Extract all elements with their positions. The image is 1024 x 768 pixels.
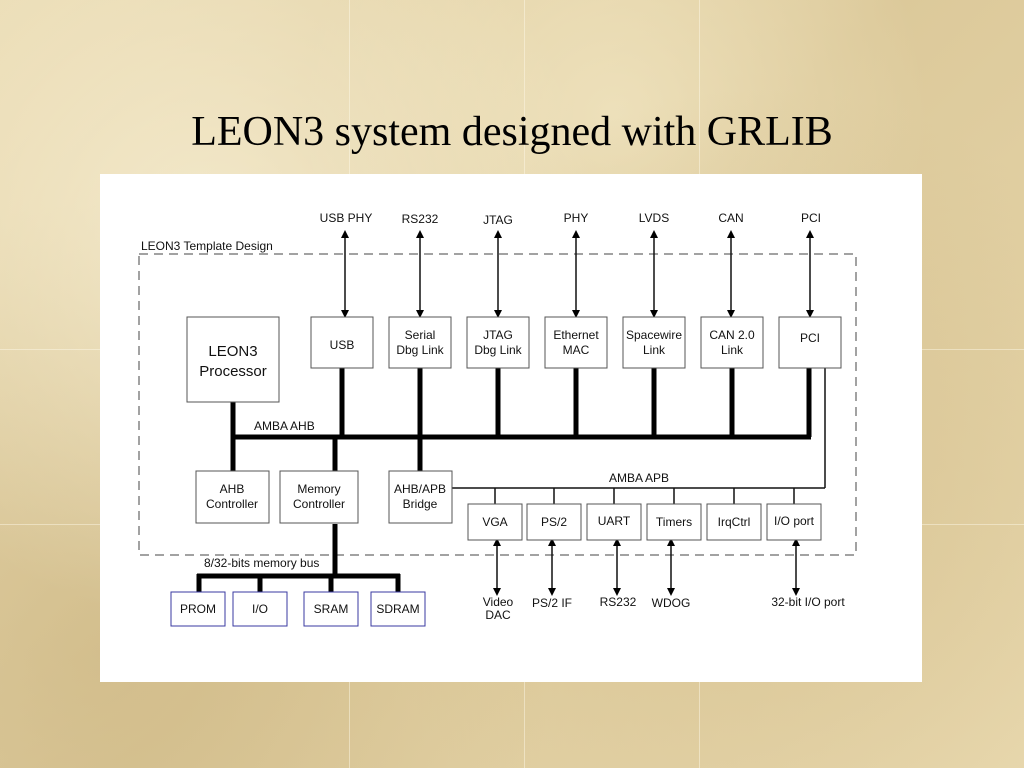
spacewire-label-line2: Link: [643, 343, 666, 357]
io-memory-block: [232, 591, 288, 627]
interface-label-rs232: RS232: [402, 212, 439, 226]
ahb-controller-line1: AHB: [220, 482, 245, 496]
ahb-controller-block: [195, 470, 270, 524]
can-label-line2: Link: [721, 343, 744, 357]
serial-label-line1: Serial: [405, 328, 436, 342]
ethernet-label-line2: MAC: [563, 343, 590, 357]
prom-label: PROM: [180, 602, 216, 616]
ps2-block: [526, 503, 582, 541]
membus-label: 8/32-bits memory bus: [204, 556, 319, 570]
apb-bridge-line2: Bridge: [403, 497, 438, 511]
jtag-dbg-link-block: [466, 316, 530, 369]
interface-label-ps2-if: PS/2 IF: [532, 596, 572, 610]
interface-label-pci: PCI: [801, 211, 821, 225]
io-memory-label: I/O: [252, 602, 268, 616]
ahb-controller-line2: Controller: [206, 497, 258, 511]
ethernet-mac-block: [544, 316, 608, 369]
amba-apb-label: AMBA APB: [609, 471, 669, 485]
interface-label-phy: PHY: [564, 211, 589, 225]
irqctrl-label: IrqCtrl: [718, 515, 751, 529]
vga-block: [467, 503, 523, 541]
sram-label: SRAM: [314, 602, 349, 616]
timers-label: Timers: [656, 515, 692, 529]
interface-label-lvds: LVDS: [639, 211, 669, 225]
can-link-block: [700, 316, 764, 369]
memory-controller-line2: Controller: [293, 497, 345, 511]
spacewire-link-block: [622, 316, 686, 369]
interface-label-can: CAN: [718, 211, 743, 225]
sram-block: [303, 591, 359, 627]
ethernet-label-line1: Ethernet: [553, 328, 599, 342]
usb-label: USB: [330, 338, 355, 352]
serial-label-line2: Dbg Link: [396, 343, 444, 357]
interface-label-usb-phy: USB PHY: [320, 211, 373, 225]
sdram-label: SDRAM: [376, 602, 419, 616]
interface-label-wdog: WDOG: [652, 596, 691, 610]
spacewire-label-line1: Spacewire: [626, 328, 682, 342]
processor-label-line1: LEON3: [208, 343, 257, 360]
amba-ahb-label: AMBA AHB: [254, 419, 315, 433]
timers-block: [646, 503, 702, 541]
processor-label-line2: Processor: [199, 363, 267, 380]
interface-label-rs232-bottom: RS232: [600, 595, 637, 609]
pci-label: PCI: [800, 331, 820, 345]
io-port-block: [766, 503, 822, 541]
interface-label-jtag: JTAG: [483, 213, 513, 227]
prom-block: [170, 591, 226, 627]
pci-block: [778, 316, 842, 369]
leon3-processor-block: [186, 316, 280, 403]
usb-block: [310, 316, 374, 369]
interface-label-32bit-io: 32-bit I/O port: [771, 595, 845, 609]
jtag-label-line2: Dbg Link: [474, 343, 522, 357]
interface-label-video: Video: [483, 595, 514, 609]
template-label: LEON3 Template Design: [141, 239, 273, 253]
sdram-block: [370, 591, 426, 627]
memory-controller-line1: Memory: [297, 482, 340, 496]
can-label-line1: CAN 2.0: [709, 328, 755, 342]
jtag-label-line1: JTAG: [483, 328, 513, 342]
ahb-apb-bridge-block: [388, 470, 453, 524]
irqctrl-block: [706, 503, 762, 541]
uart-label: UART: [598, 514, 631, 528]
grlib-block-diagram: LEON3 Template Design USB PHY RS232 JTAG…: [138, 211, 857, 627]
serial-dbg-link-block: [388, 316, 452, 369]
vga-label: VGA: [482, 515, 507, 529]
memory-controller-block: [279, 470, 359, 524]
uart-block: [586, 503, 642, 541]
ps2-label: PS/2: [541, 515, 567, 529]
io-port-label: I/O port: [774, 514, 815, 528]
slide-title: LEON3 system designed with GRLIB: [191, 109, 833, 155]
apb-bridge-line1: AHB/APB: [394, 482, 446, 496]
interface-label-dac: DAC: [485, 608, 511, 622]
